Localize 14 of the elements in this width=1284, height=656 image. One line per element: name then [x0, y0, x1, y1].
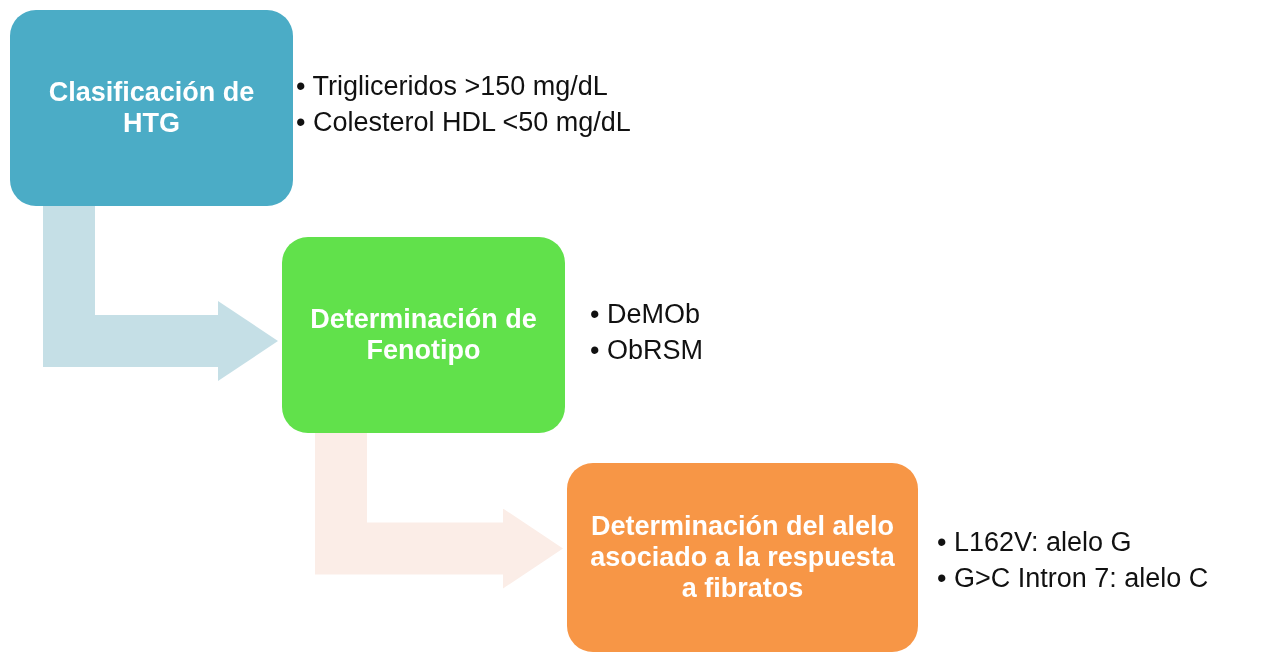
bullet-item: • Colesterol HDL <50 mg/dL	[296, 106, 631, 140]
bullet-item: • ObRSM	[590, 334, 703, 368]
step-title: Clasificación de HTG	[47, 76, 256, 140]
bent-arrow	[43, 206, 278, 381]
process-box	[282, 237, 565, 433]
bullet-item: • Trigliceridos >150 mg/dL	[296, 70, 609, 103]
bullet-item: • DeMOb	[590, 298, 701, 331]
bullet-item: • G>C Intron 7: alelo C	[937, 562, 1209, 596]
step-title: Determinación de Fenotipo	[310, 303, 537, 367]
step-title: Determinación del alelo asociado a la respuesta a fibratos	[589, 510, 896, 605]
process-box	[10, 10, 293, 206]
bullet-item: • L162V: alelo G	[937, 526, 1133, 559]
bent-arrow	[315, 433, 563, 589]
process-box	[567, 463, 918, 652]
